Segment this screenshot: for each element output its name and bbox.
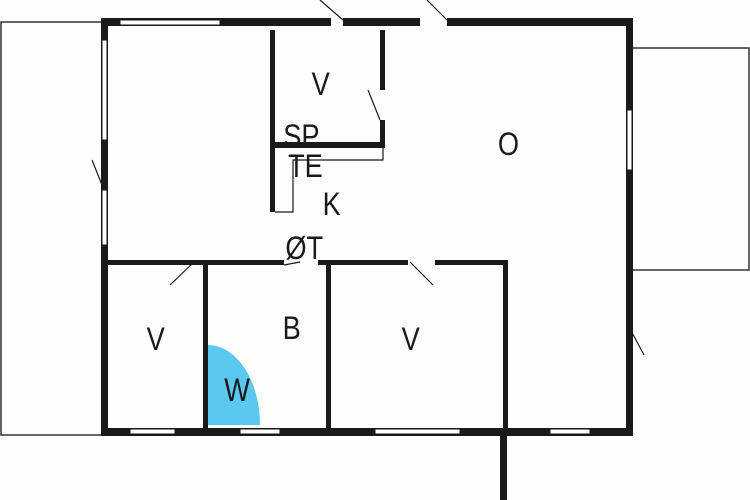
left-terrace <box>0 21 105 436</box>
outer-walls <box>101 18 633 500</box>
whirlpool-shape <box>208 345 260 425</box>
room-label-bedroom-top: V <box>311 66 330 102</box>
room-label-whirlpool: W <box>224 372 250 408</box>
doors <box>91 0 645 356</box>
right-terrace <box>631 47 750 271</box>
room-label-entrance: ØT <box>285 230 324 266</box>
room-label-bedroom-mid: V <box>401 321 420 357</box>
room-label-bathroom: B <box>282 310 301 346</box>
room-label-te: TE <box>288 148 323 184</box>
room-label-living: O <box>497 126 520 162</box>
room-label-kitchen: K <box>322 186 341 222</box>
room-label-bedroom-left: V <box>146 321 165 357</box>
windows <box>101 19 633 435</box>
room-label-storage: SP <box>283 118 320 154</box>
